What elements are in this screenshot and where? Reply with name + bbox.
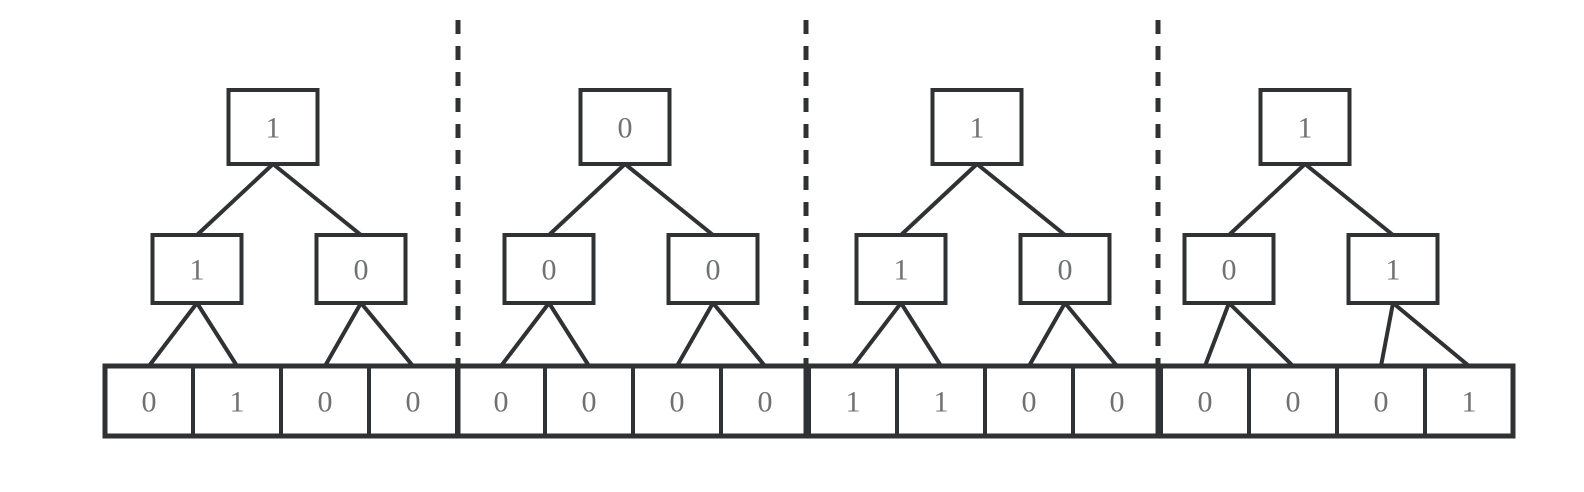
leaf-cell-value: 1 [934,386,949,419]
leaf-cell-value: 0 [406,386,421,419]
leaf-cell-value: 0 [670,386,685,419]
mid-node-box [1018,233,1112,305]
edge-mid-to-leaf [1063,301,1119,368]
leaf-cell-value: 0 [494,386,509,419]
node-layer: 1 1 0 0 0 0 1 1 0 1 0 1 [150,88,1440,305]
root-node-value: 1 [1298,112,1313,145]
mid-node-box [150,233,244,305]
mid-node-value: 0 [1222,254,1237,287]
edge-mid-to-leaf [1227,301,1295,368]
mid-node-box [502,233,596,305]
edge-root-to-mid [623,162,715,237]
root-node-value: 1 [970,112,985,145]
edge-mid-to-leaf [851,301,903,368]
root-node-box [578,88,672,166]
root-node-box [226,88,320,166]
leaf-cell-value: 0 [758,386,773,419]
leaf-cell-value: 0 [1374,386,1389,419]
leaf-cell-value: 0 [1198,386,1213,419]
leaf-cell-value: 0 [582,386,597,419]
mid-node-value: 0 [354,254,369,287]
edge-root-to-mid [547,162,627,237]
mid-node-box [1346,233,1440,305]
edge-mid-to-leaf [1203,302,1231,367]
mid-node-box [1182,233,1276,305]
leaf-cell-value: 0 [1022,386,1037,419]
edge-mid-to-leaf [547,301,591,368]
edge-mid-to-leaf [675,302,715,367]
leaf-cell-value: 0 [1110,386,1125,419]
mid-node-value: 0 [542,254,557,287]
leaf-cell-value: 0 [318,386,333,419]
edge-root-to-mid [1227,162,1307,237]
edge-mid-to-leaf [359,301,415,368]
edge-root-to-mid [1303,162,1395,237]
edge-mid-to-leaf [1379,302,1395,367]
edge-mid-to-leaf [1027,302,1067,367]
edge-mid-to-leaf [147,301,199,368]
root-node-value: 0 [618,112,633,145]
edge-mid-to-leaf [323,302,363,367]
edge-mid-to-leaf [711,301,767,368]
mid-node-box [854,233,948,305]
mid-node-value: 1 [1386,254,1401,287]
edge-layer [147,162,1471,368]
leaf-cell-value: 0 [1286,386,1301,419]
mid-node-value: 1 [894,254,909,287]
leaf-cell-value: 1 [1462,386,1477,419]
mid-node-box [314,233,408,305]
mid-node-value: 1 [190,254,205,287]
edge-mid-to-leaf [195,301,239,368]
mid-node-box [666,233,760,305]
edge-mid-to-leaf [1391,301,1471,368]
edge-mid-to-leaf [899,301,943,368]
separator-layer [455,20,1161,436]
edge-root-to-mid [899,162,979,237]
root-node-value: 1 [266,112,281,145]
leaf-strip-layer: 0 1 0 0 0 0 0 0 1 1 0 0 0 0 0 1 [102,363,1516,439]
leaf-cell-value: 1 [230,386,245,419]
edge-root-to-mid [975,162,1067,237]
edge-root-to-mid [195,162,275,237]
mid-node-value: 0 [706,254,721,287]
leaf-cell-value: 1 [846,386,861,419]
edge-root-to-mid [271,162,363,237]
leaf-cell-value: 0 [142,386,157,419]
edge-mid-to-leaf [499,301,551,368]
root-node-box [930,88,1024,166]
root-node-box [1258,88,1352,166]
mid-node-value: 0 [1058,254,1073,287]
